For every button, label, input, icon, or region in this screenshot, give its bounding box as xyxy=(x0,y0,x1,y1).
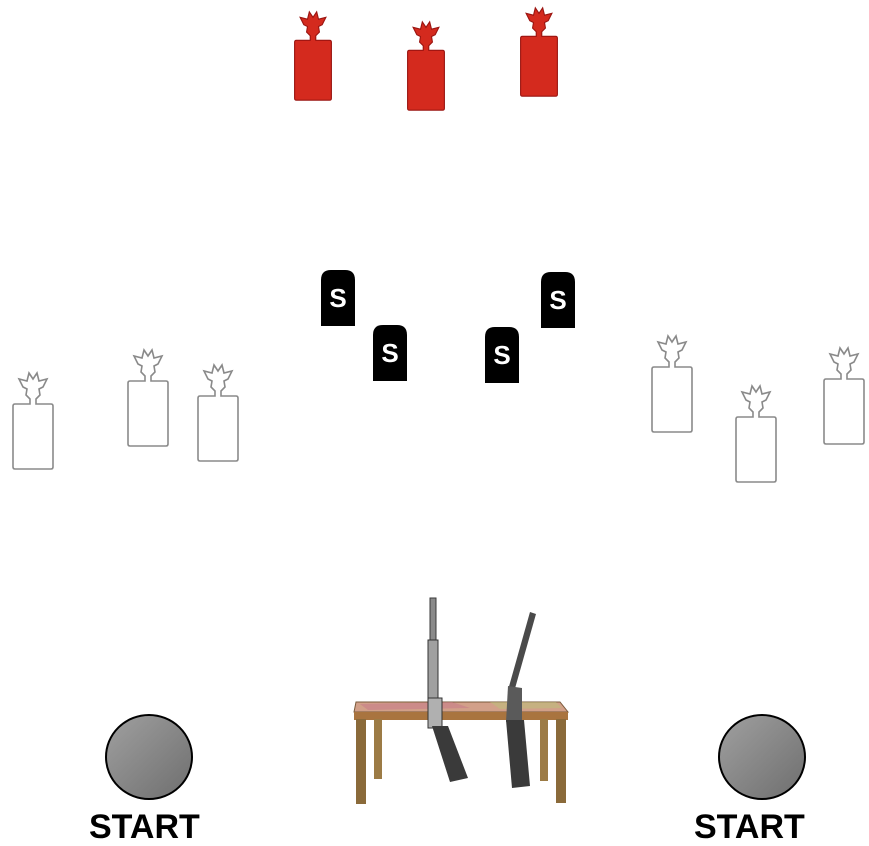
white-targets xyxy=(13,336,864,482)
start-label-left: START xyxy=(89,810,200,844)
start-marker-left-icon xyxy=(106,715,192,799)
shotgun-target-3: S xyxy=(485,327,519,383)
white-target-6 xyxy=(824,348,864,444)
start-marker-right-icon xyxy=(719,715,805,799)
svg-text:S: S xyxy=(493,340,510,370)
start-label-right: START xyxy=(694,810,805,844)
loading-table xyxy=(354,702,568,804)
svg-text:S: S xyxy=(381,338,398,368)
shotgun-target-2: S xyxy=(373,325,407,381)
rifle-icon xyxy=(428,598,468,782)
white-target-4 xyxy=(652,336,692,432)
red-target-3 xyxy=(521,8,558,96)
shotgun-target-1: S xyxy=(321,270,355,326)
red-target-1 xyxy=(295,12,332,100)
svg-text:S: S xyxy=(329,283,346,313)
svg-text:S: S xyxy=(549,285,566,315)
white-target-1 xyxy=(13,373,53,469)
shotgun-target-4: S xyxy=(541,272,575,328)
shotgun-targets: S S S S xyxy=(321,270,575,383)
white-target-5 xyxy=(736,386,776,482)
red-targets xyxy=(295,8,558,110)
red-target-2 xyxy=(408,22,445,110)
white-target-3 xyxy=(198,365,238,461)
white-target-2 xyxy=(128,350,168,446)
shotgun-icon xyxy=(506,612,536,788)
